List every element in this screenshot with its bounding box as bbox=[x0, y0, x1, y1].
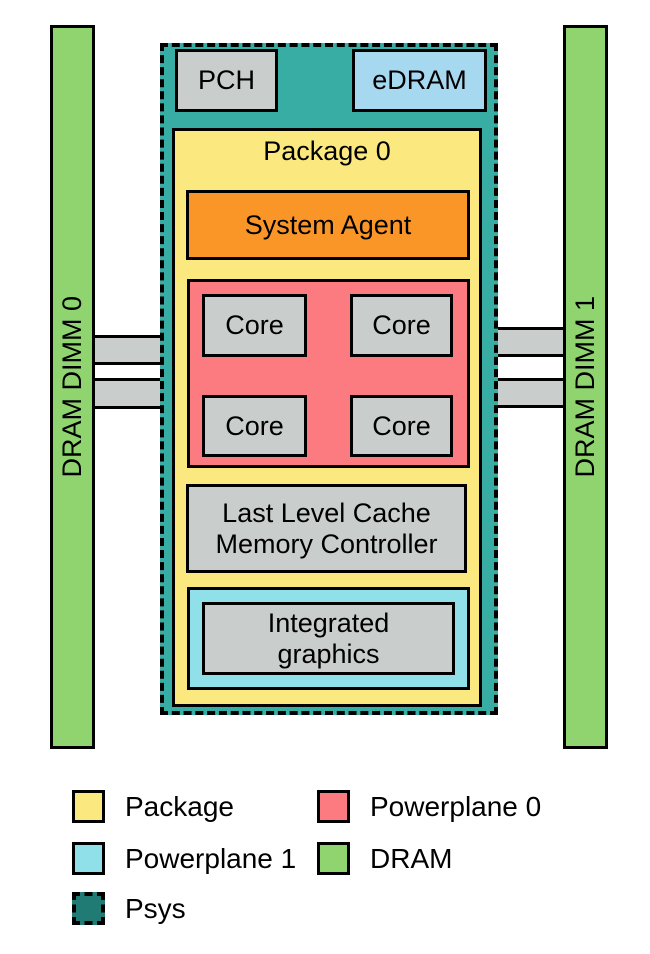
package-0-label: Package 0 bbox=[263, 136, 391, 166]
dram-dimm-1-label: DRAM DIMM 1 bbox=[570, 296, 600, 478]
legend-label: Package bbox=[125, 791, 234, 822]
core-box: Core bbox=[202, 294, 307, 357]
system-agent-box: System Agent bbox=[186, 190, 470, 260]
dram-dimm-0-label: DRAM DIMM 0 bbox=[57, 296, 87, 478]
legend-label: Powerplane 1 bbox=[125, 843, 297, 874]
integrated-graphics-line2: graphics bbox=[277, 638, 380, 669]
pch-box: PCH bbox=[175, 49, 278, 112]
llc-label-line2: Memory Controller bbox=[215, 528, 438, 559]
core-label: Core bbox=[372, 310, 431, 340]
legend-label: DRAM bbox=[370, 843, 453, 874]
legend-label: Psys bbox=[125, 893, 186, 924]
edram-label: eDRAM bbox=[372, 65, 467, 95]
powerplane-0-swatch bbox=[317, 790, 350, 823]
core-box: Core bbox=[350, 395, 453, 457]
edram-box: eDRAM bbox=[352, 49, 487, 112]
dram-dimm-1-column: DRAM DIMM 1 bbox=[563, 25, 608, 749]
integrated-graphics-line1: Integrated bbox=[267, 607, 390, 638]
dram-dimm-0-column: DRAM DIMM 0 bbox=[50, 25, 95, 749]
core-box: Core bbox=[202, 395, 307, 457]
core-box: Core bbox=[350, 294, 453, 357]
core-label: Core bbox=[225, 410, 284, 441]
integrated-graphics-box: Integrated graphics bbox=[202, 602, 455, 675]
memory-bus-bar-right-upper bbox=[494, 327, 566, 357]
core-label: Core bbox=[372, 410, 431, 441]
dram-swatch bbox=[317, 842, 350, 875]
memory-bus-bar-left-lower bbox=[92, 378, 164, 409]
system-agent-label: System Agent bbox=[244, 209, 412, 240]
pch-label: PCH bbox=[197, 65, 255, 95]
psys-swatch bbox=[72, 892, 105, 925]
package-swatch bbox=[72, 790, 105, 823]
powerplane-1-swatch bbox=[72, 842, 105, 875]
memory-bus-bar-left-upper bbox=[92, 335, 164, 365]
memory-bus-bar-right-lower bbox=[494, 378, 566, 408]
llc-memory-controller-box: Last Level Cache Memory Controller bbox=[186, 484, 467, 573]
llc-label-line1: Last Level Cache bbox=[222, 497, 431, 528]
core-label: Core bbox=[225, 310, 284, 340]
legend-label: Powerplane 0 bbox=[370, 791, 542, 822]
